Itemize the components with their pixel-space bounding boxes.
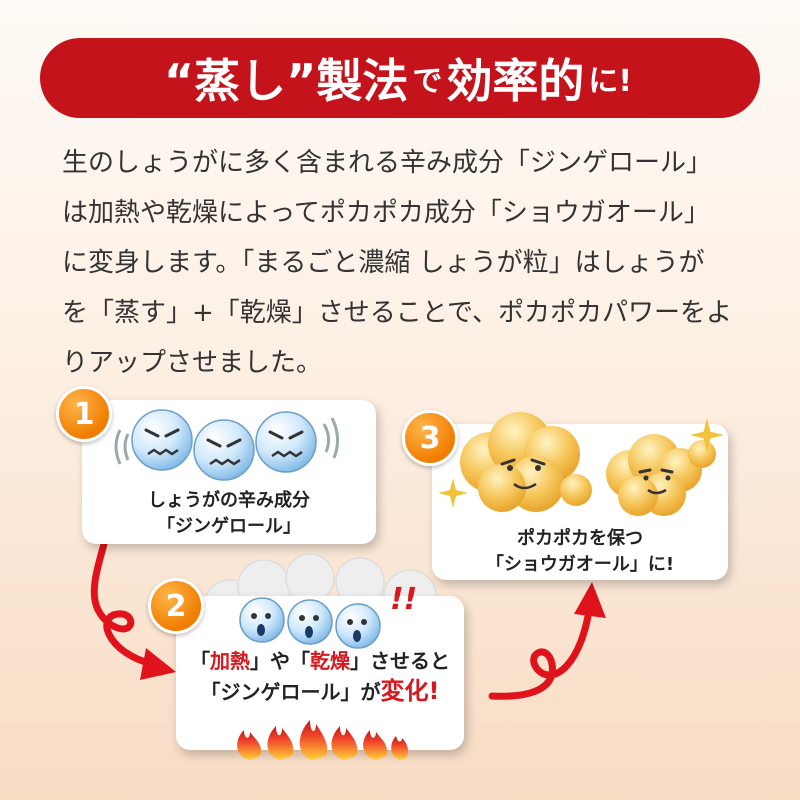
title-banner: “蒸し”製法 で 効率的 に! [40,38,760,118]
intro-line: を「蒸す」+「乾燥」させることで、ポカポカパワーをよ [62,298,732,328]
step-3-caption-line: ポカポカを保つ [517,528,643,549]
gold-cloud-icon [460,412,592,512]
step-badge-1: 1 [56,386,112,442]
flame-icon [267,726,294,760]
blue-molecule-icon [131,409,193,471]
step-badge-3: 3 [402,410,458,466]
red-arrow-icon [90,540,176,680]
intro-line: は加熱や乾燥によってポカポカ成分「ショウガオール」 [62,198,710,228]
caption-text-heat: 加熱 [210,649,250,673]
gold-cloud-icon-group [460,412,716,516]
step-1-caption-line: しょうがの辛み成分 [148,490,310,511]
blue-molecule-icon [255,411,317,473]
step-2-caption-line: 「ジンゲロール」が変化! [176,676,464,707]
caption-text-dry: 乾燥 [310,649,350,673]
flame-icon [363,730,388,760]
step-1-caption: しょうがの辛み成分 「ジンゲロール」 [82,488,376,540]
flame-icon [391,736,409,760]
step-1-caption-line: 「ジンゲロール」 [157,516,301,537]
banner-text-steamed-method: “蒸し”製法 [163,54,409,108]
caption-text: 」や「 [250,649,310,673]
banner-text-efficient: 効率的 [446,54,585,108]
sparkle-icon [690,418,724,452]
blue-molecule-icon [239,597,285,643]
flame-icon [299,720,328,760]
step-3-caption-line: 「ショウガオール」に! [485,554,675,575]
blue-molecule-icon-group [239,597,381,649]
step-2-caption: 「加熱」や「乾燥」させると 「ジンゲロール」が変化! [176,646,464,707]
step-2-exclaim: !! [390,582,418,617]
step-2-caption-line: 「加熱」や「乾燥」させると [176,646,464,676]
sparkle-icon [438,478,468,508]
caption-text: 「ジンゲロール」が [200,680,381,704]
caption-text: 「 [190,649,210,673]
blue-molecule-icon-group [114,409,339,481]
caption-text-change: 変化! [380,677,440,705]
blue-molecule-icon [335,603,381,649]
intro-line: りアップさせました。 [62,348,323,378]
flame-icon [331,726,358,760]
intro-line: 生のしょうがに多く含まれる辛み成分「ジンゲロール」 [62,148,713,178]
banner-text-de: で [412,64,443,99]
blue-molecule-icon [193,419,255,481]
step-badge-2: 2 [148,578,204,634]
flame-icon [237,730,262,760]
step-3-caption: ポカポカを保つ 「ショウガオール」に! [432,526,728,578]
red-arrow-icon [488,582,606,700]
caption-text: 」させると [350,649,450,673]
flame-row [237,720,409,760]
banner-text-ni: に! [588,64,633,99]
intro-paragraph: 生のしょうがに多く含まれる辛み成分「ジンゲロール」 は加熱や乾燥によってポカポカ… [62,138,752,388]
intro-line: に変身します。「まるごと濃縮 しょうが粒」はしょうが [62,248,705,278]
blue-molecule-icon [287,599,333,645]
